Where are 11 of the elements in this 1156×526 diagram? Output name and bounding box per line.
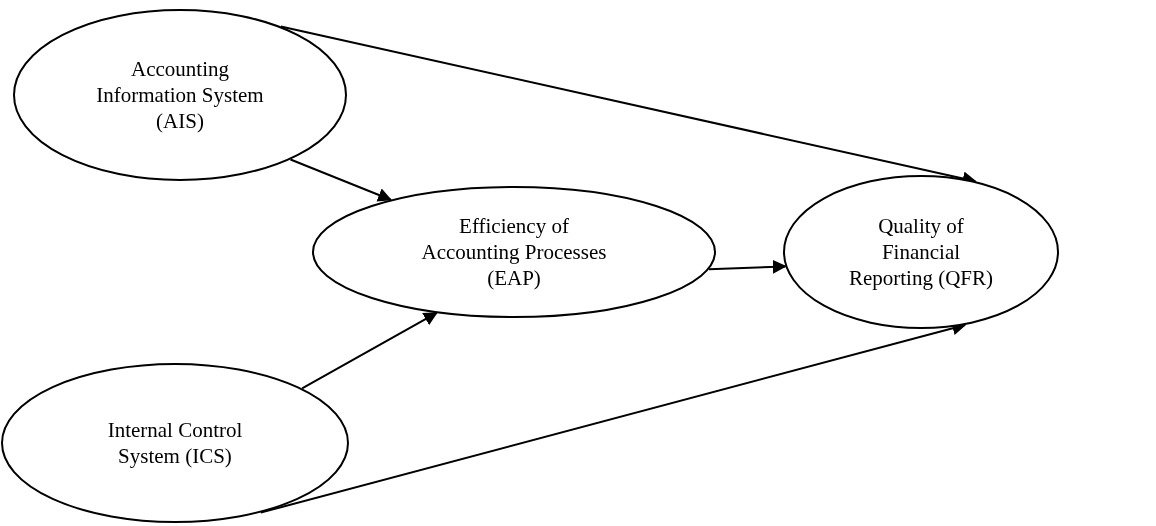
node-label: Accounting Information System (AIS) [95,56,265,134]
arrow [301,311,438,390]
ellipse-node [13,9,347,181]
node-label: Internal Control System (ICS) [106,417,244,469]
node-label: Efficiency of Accounting Processes (EAP) [420,213,608,291]
arrow [707,259,787,274]
arrow [289,158,393,202]
ellipse-node [312,186,716,318]
node-label: Quality of Financial Reporting (QFR) [847,213,995,291]
ellipse-node [783,175,1059,329]
ellipse-node [1,363,349,523]
